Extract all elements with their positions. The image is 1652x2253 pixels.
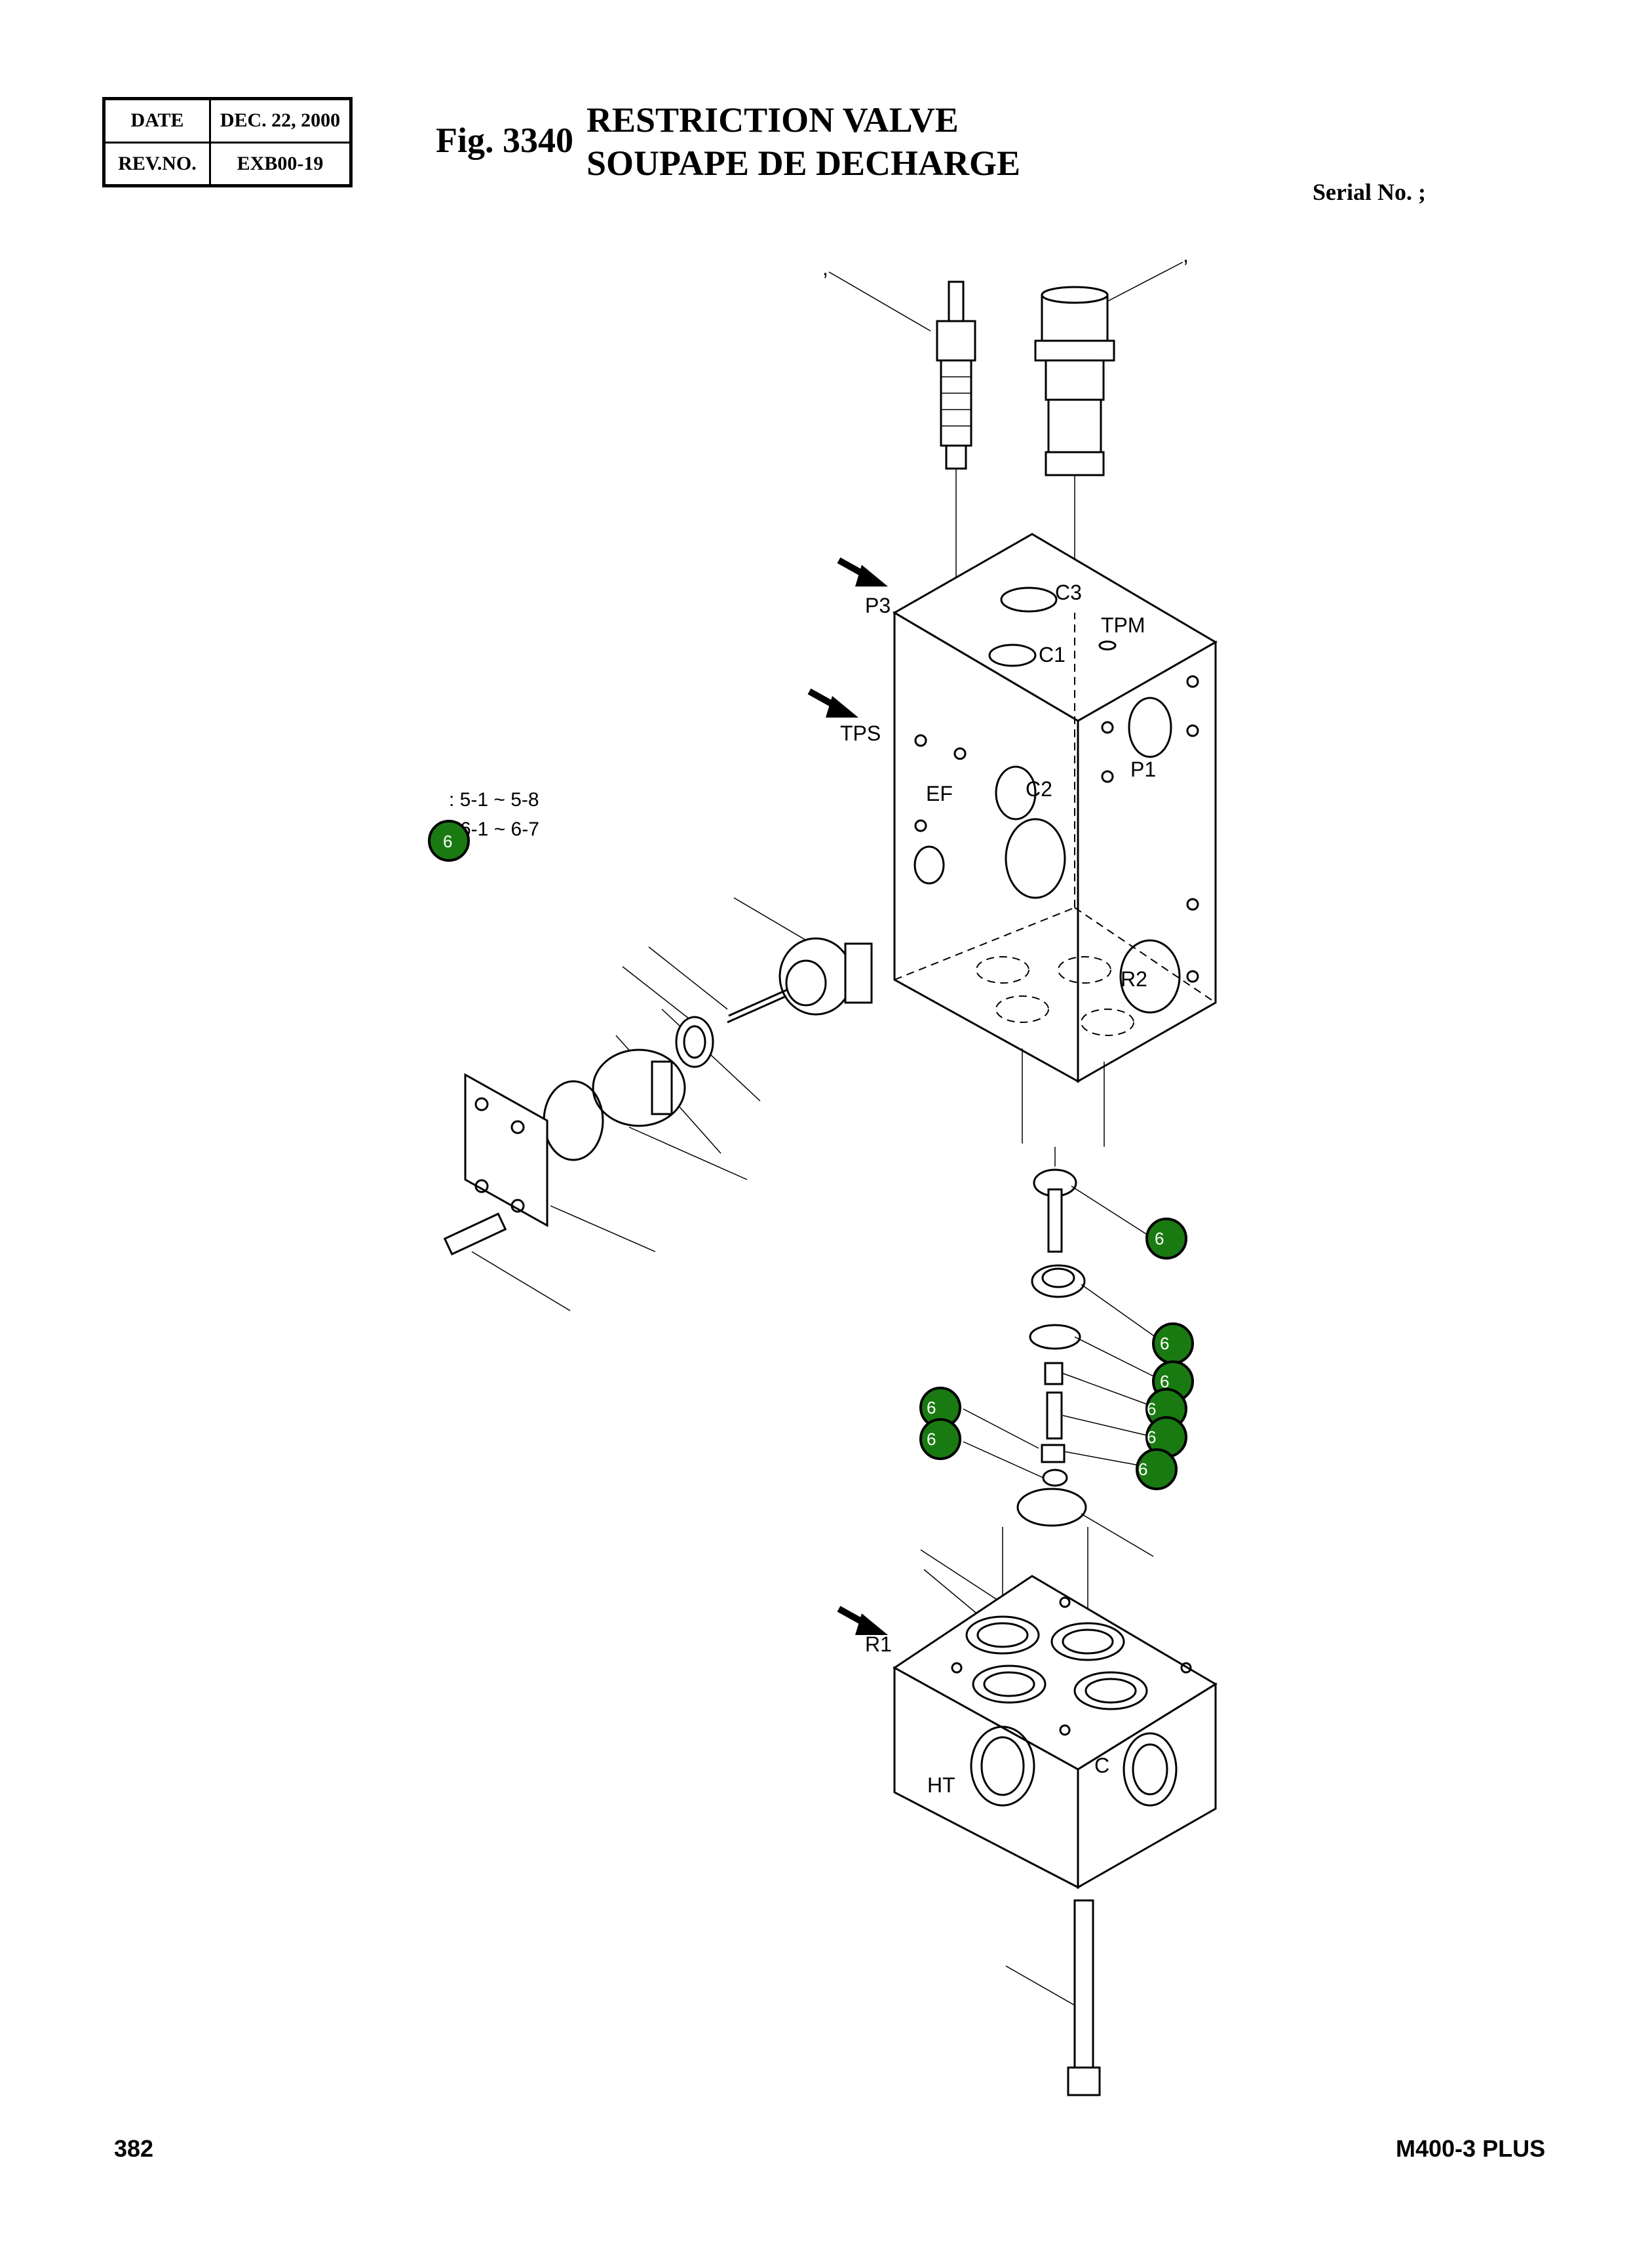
retainer-ring bbox=[675, 1016, 714, 1068]
svg-text:6: 6 bbox=[443, 832, 452, 851]
port-label-r1: R1 bbox=[865, 1632, 892, 1656]
rev-label: REV.NO. bbox=[103, 141, 211, 187]
base-valve-block bbox=[893, 1575, 1218, 1889]
leader-line bbox=[828, 271, 931, 332]
callout-bubble: 6 bbox=[919, 1418, 961, 1460]
svg-text:6: 6 bbox=[1160, 1334, 1169, 1353]
port-label-r2: R2 bbox=[1121, 967, 1147, 991]
date-label: DATE bbox=[103, 98, 211, 144]
port-label-p3: P3 bbox=[865, 594, 891, 617]
spring-guide bbox=[1044, 1362, 1064, 1385]
leader-line bbox=[471, 1251, 571, 1311]
callout-group-6: 6-1 ~ 6-7 bbox=[460, 818, 539, 840]
leader-line bbox=[1005, 1965, 1075, 2006]
o-ring-large bbox=[543, 1080, 604, 1161]
title-french: SOUPAPE DE DECHARGE bbox=[586, 144, 1021, 183]
port-label-tps: TPS bbox=[840, 722, 881, 745]
leader-line bbox=[963, 1441, 1044, 1478]
port-label-c: C bbox=[1094, 1754, 1109, 1777]
svg-text:6: 6 bbox=[1138, 1459, 1147, 1479]
flow-arrow-tps bbox=[807, 688, 858, 718]
mounting-bolt-long bbox=[1067, 1899, 1101, 2096]
svg-text:6: 6 bbox=[927, 1429, 936, 1449]
callout-bubble: 6 bbox=[1145, 1218, 1187, 1260]
leader-line bbox=[1071, 1185, 1154, 1239]
socket-bolt-small bbox=[443, 1212, 507, 1256]
main-valve-block bbox=[893, 533, 1218, 1083]
callout-group-5: : 5-1 ~ 5-8 bbox=[449, 789, 539, 811]
title-english: RESTRICTION VALVE bbox=[586, 100, 959, 140]
flow-arrow-r1 bbox=[837, 1606, 888, 1635]
piston-assembly bbox=[778, 937, 873, 1016]
port-label-c3: C3 bbox=[1055, 581, 1082, 604]
serial-number-label: Serial No. ; bbox=[1313, 179, 1426, 205]
callout-bubble: 6 bbox=[428, 820, 470, 862]
leader-line bbox=[550, 1205, 656, 1252]
port-label-ht: HT bbox=[927, 1773, 955, 1797]
base-o-ring bbox=[1016, 1488, 1087, 1527]
leader-line bbox=[648, 946, 728, 1010]
flow-arrow-p3 bbox=[837, 557, 888, 587]
port-label-c2: C2 bbox=[1026, 777, 1052, 801]
svg-text:6: 6 bbox=[1147, 1427, 1156, 1447]
leader-line bbox=[923, 1569, 984, 1619]
figure-number: Fig. 3340 bbox=[436, 121, 573, 160]
callout-bubble: 6 bbox=[919, 1387, 961, 1429]
spring bbox=[1046, 1391, 1063, 1440]
nut bbox=[1042, 1469, 1068, 1487]
valve-seat bbox=[1031, 1264, 1086, 1298]
port-label-tpm: TPM bbox=[1101, 613, 1145, 637]
date-value: DEC. 22, 2000 bbox=[209, 98, 352, 144]
figure-title: RESTRICTION VALVE SOUPAPE DE DECHARGE bbox=[586, 98, 1020, 185]
leader-line bbox=[920, 1549, 997, 1600]
rev-value: EXB00-19 bbox=[209, 141, 352, 187]
spring-small bbox=[727, 988, 788, 1024]
svg-text:6: 6 bbox=[1155, 1229, 1164, 1248]
leader-line bbox=[1081, 1284, 1161, 1341]
leader-line bbox=[622, 966, 699, 1026]
spring-cap bbox=[1041, 1444, 1066, 1463]
leader-line bbox=[1081, 1513, 1154, 1557]
port-label-p1: P1 bbox=[1130, 758, 1156, 781]
leader-line bbox=[1074, 1336, 1161, 1380]
port-label-c1: C1 bbox=[1039, 643, 1066, 666]
port-label-ef: EF bbox=[926, 782, 953, 805]
top-callout-right: , bbox=[1183, 243, 1189, 267]
cover-plate bbox=[464, 1073, 548, 1227]
poppet-body bbox=[592, 1049, 686, 1127]
callout-bubble: 6 bbox=[1152, 1322, 1194, 1364]
model-name: M400-3 PLUS bbox=[1396, 2135, 1546, 2162]
check-cartridge-large bbox=[1034, 286, 1115, 476]
callout-bubble: 6 bbox=[1145, 1416, 1187, 1458]
top-callout-left: , bbox=[822, 256, 828, 280]
leader-line bbox=[1100, 261, 1183, 305]
callout-bubble: 6 bbox=[1136, 1448, 1178, 1490]
revision-info-table: DATE DEC. 22, 2000 REV.NO. EXB00-19 bbox=[102, 97, 353, 187]
leader-line bbox=[1061, 1372, 1161, 1410]
svg-text:6: 6 bbox=[1147, 1399, 1156, 1419]
page-number: 382 bbox=[114, 2135, 154, 2162]
svg-text:6: 6 bbox=[927, 1398, 936, 1417]
poppet-stem bbox=[1033, 1168, 1077, 1253]
leader-line bbox=[1062, 1415, 1161, 1439]
relief-cartridge-small bbox=[936, 280, 976, 470]
leader-line bbox=[963, 1408, 1039, 1449]
seat-o-ring bbox=[1029, 1324, 1081, 1350]
svg-text:6: 6 bbox=[1160, 1372, 1169, 1391]
leader-line bbox=[628, 1126, 748, 1180]
